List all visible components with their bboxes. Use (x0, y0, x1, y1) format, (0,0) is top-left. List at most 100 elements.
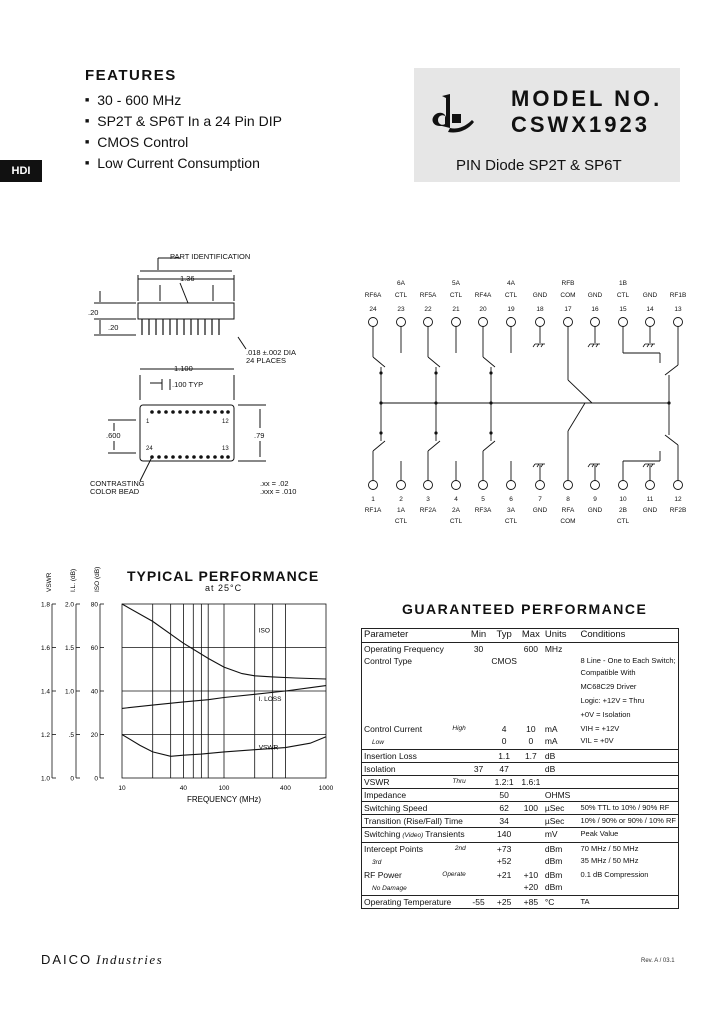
parameter-name-2: Transients (425, 829, 465, 839)
parameter-qualifier (364, 699, 372, 706)
x-axis-label: FREQUENCY (MHz) (187, 795, 261, 804)
hdi-tab: HDI (0, 160, 42, 182)
pin-dia-label: .018 ±.002 DIA (246, 348, 296, 357)
pin-pad (563, 480, 573, 490)
spec-typ (489, 695, 519, 709)
pin1-label: 1 (146, 419, 150, 425)
spec-typ (489, 709, 519, 723)
spec-min (468, 681, 490, 695)
pin-label: RFA (562, 507, 575, 514)
model-title: MODEL NO. CSWX1923 (511, 86, 662, 138)
series-line (121, 603, 327, 680)
pin-label: RF4A (475, 292, 492, 299)
header-units: Units (542, 628, 573, 643)
pin-group-label: RFB (562, 280, 575, 287)
pin-number: 1 (371, 496, 375, 503)
parameter-qualifier: Operate (442, 871, 466, 878)
spec-min (468, 695, 490, 709)
spec-conditions: 50% TTL to 10% / 90% RF (572, 801, 679, 815)
spec-table: Parameter Min Typ Max Units Conditions O… (361, 628, 679, 909)
spec-typ: CMOS (491, 656, 517, 666)
y-tick-label: 20 (91, 732, 99, 739)
pin-group-label: 6A (397, 280, 406, 287)
model-label: MODEL NO. (511, 86, 663, 111)
pin-number: 18 (536, 306, 544, 313)
spec-typ (489, 667, 519, 681)
y-tick-label: .5 (69, 732, 75, 739)
spec-units (543, 709, 573, 723)
y-tick-label: 0 (94, 776, 98, 783)
spec-typ: 34 (489, 814, 519, 828)
spec-units: dBm (544, 870, 563, 880)
spec-conditions (572, 762, 679, 776)
parameter-name: Control Current (364, 724, 423, 734)
x-tick-label: 400 (280, 785, 291, 792)
model-subtitle: PIN Diode SP2T & SP6T (456, 157, 622, 174)
spec-parameter: Operating Frequency (362, 643, 468, 656)
pin-label: CTL (505, 292, 518, 299)
pin-pad (396, 317, 406, 327)
pin-label: GND (643, 292, 658, 299)
parameter-qualifier: (Video) (402, 832, 424, 839)
spec-max: +10 (523, 870, 539, 880)
parameter-name: Control Type (364, 656, 413, 666)
pin-number: 20 (479, 306, 487, 313)
pin-label-2: CTL (450, 518, 463, 525)
spec-conditions (572, 775, 679, 789)
spec-conditions (572, 749, 679, 763)
pin24-label: 24 (146, 446, 153, 452)
pin-number: 17 (564, 306, 572, 313)
spec-units: MHz (544, 644, 563, 654)
spec-conditions (573, 643, 679, 656)
company-name: DAICO (41, 952, 93, 967)
feature-item: 30 - 600 MHz (85, 90, 282, 111)
spec-units: dB (542, 749, 573, 763)
series-label: I. LOSS (259, 696, 282, 703)
pin-pad (535, 480, 545, 490)
parameter-qualifier: 3rd (372, 859, 382, 866)
daico-logo-icon (432, 94, 474, 133)
spec-max (519, 855, 543, 869)
pin-number: 23 (397, 306, 405, 313)
spec-max: 1.6:1 (518, 775, 543, 789)
spec-units: mA (544, 724, 558, 734)
dim-length-label: 1.36 (180, 274, 195, 283)
y-tick-label: 1.6 (41, 645, 50, 652)
dim-row-spacing-label: .600 (106, 431, 121, 440)
spec-conditions: Logic: +12V = Thru (580, 696, 645, 705)
pin-label: CTL (450, 292, 463, 299)
spec-parameter: Low (362, 735, 468, 750)
dim-pin-length-label: .20 (108, 323, 118, 332)
pin-number: 5 (481, 496, 485, 503)
spec-units: mA (544, 736, 558, 746)
spec-row: +0V = Isolation (362, 709, 679, 723)
pin-group-label: 4A (507, 280, 516, 287)
pin-label-2: CTL (395, 518, 408, 525)
pin-label: RF6A (365, 292, 382, 299)
pin-pad (618, 480, 628, 490)
spec-typ: 50 (489, 788, 519, 802)
parameter-qualifier: 2nd (454, 845, 466, 852)
header-min: Min (467, 628, 490, 643)
spec-max (518, 788, 543, 802)
spec-min (468, 855, 490, 869)
spec-min (467, 842, 490, 855)
spec-units: dBm (544, 882, 563, 892)
pin-pad (506, 480, 516, 490)
spec-row: Logic: +12V = Thru (362, 695, 679, 709)
pin-number: 21 (452, 306, 460, 313)
pin-label: 3A (507, 507, 516, 514)
spec-units (542, 775, 573, 789)
pin-label: CTL (617, 292, 630, 299)
spec-conditions: 70 MHz / 50 MHz (572, 842, 679, 855)
x-tick-label: 10 (118, 785, 126, 792)
spec-max (519, 667, 543, 681)
y-tick-label: 1.8 (41, 602, 50, 609)
